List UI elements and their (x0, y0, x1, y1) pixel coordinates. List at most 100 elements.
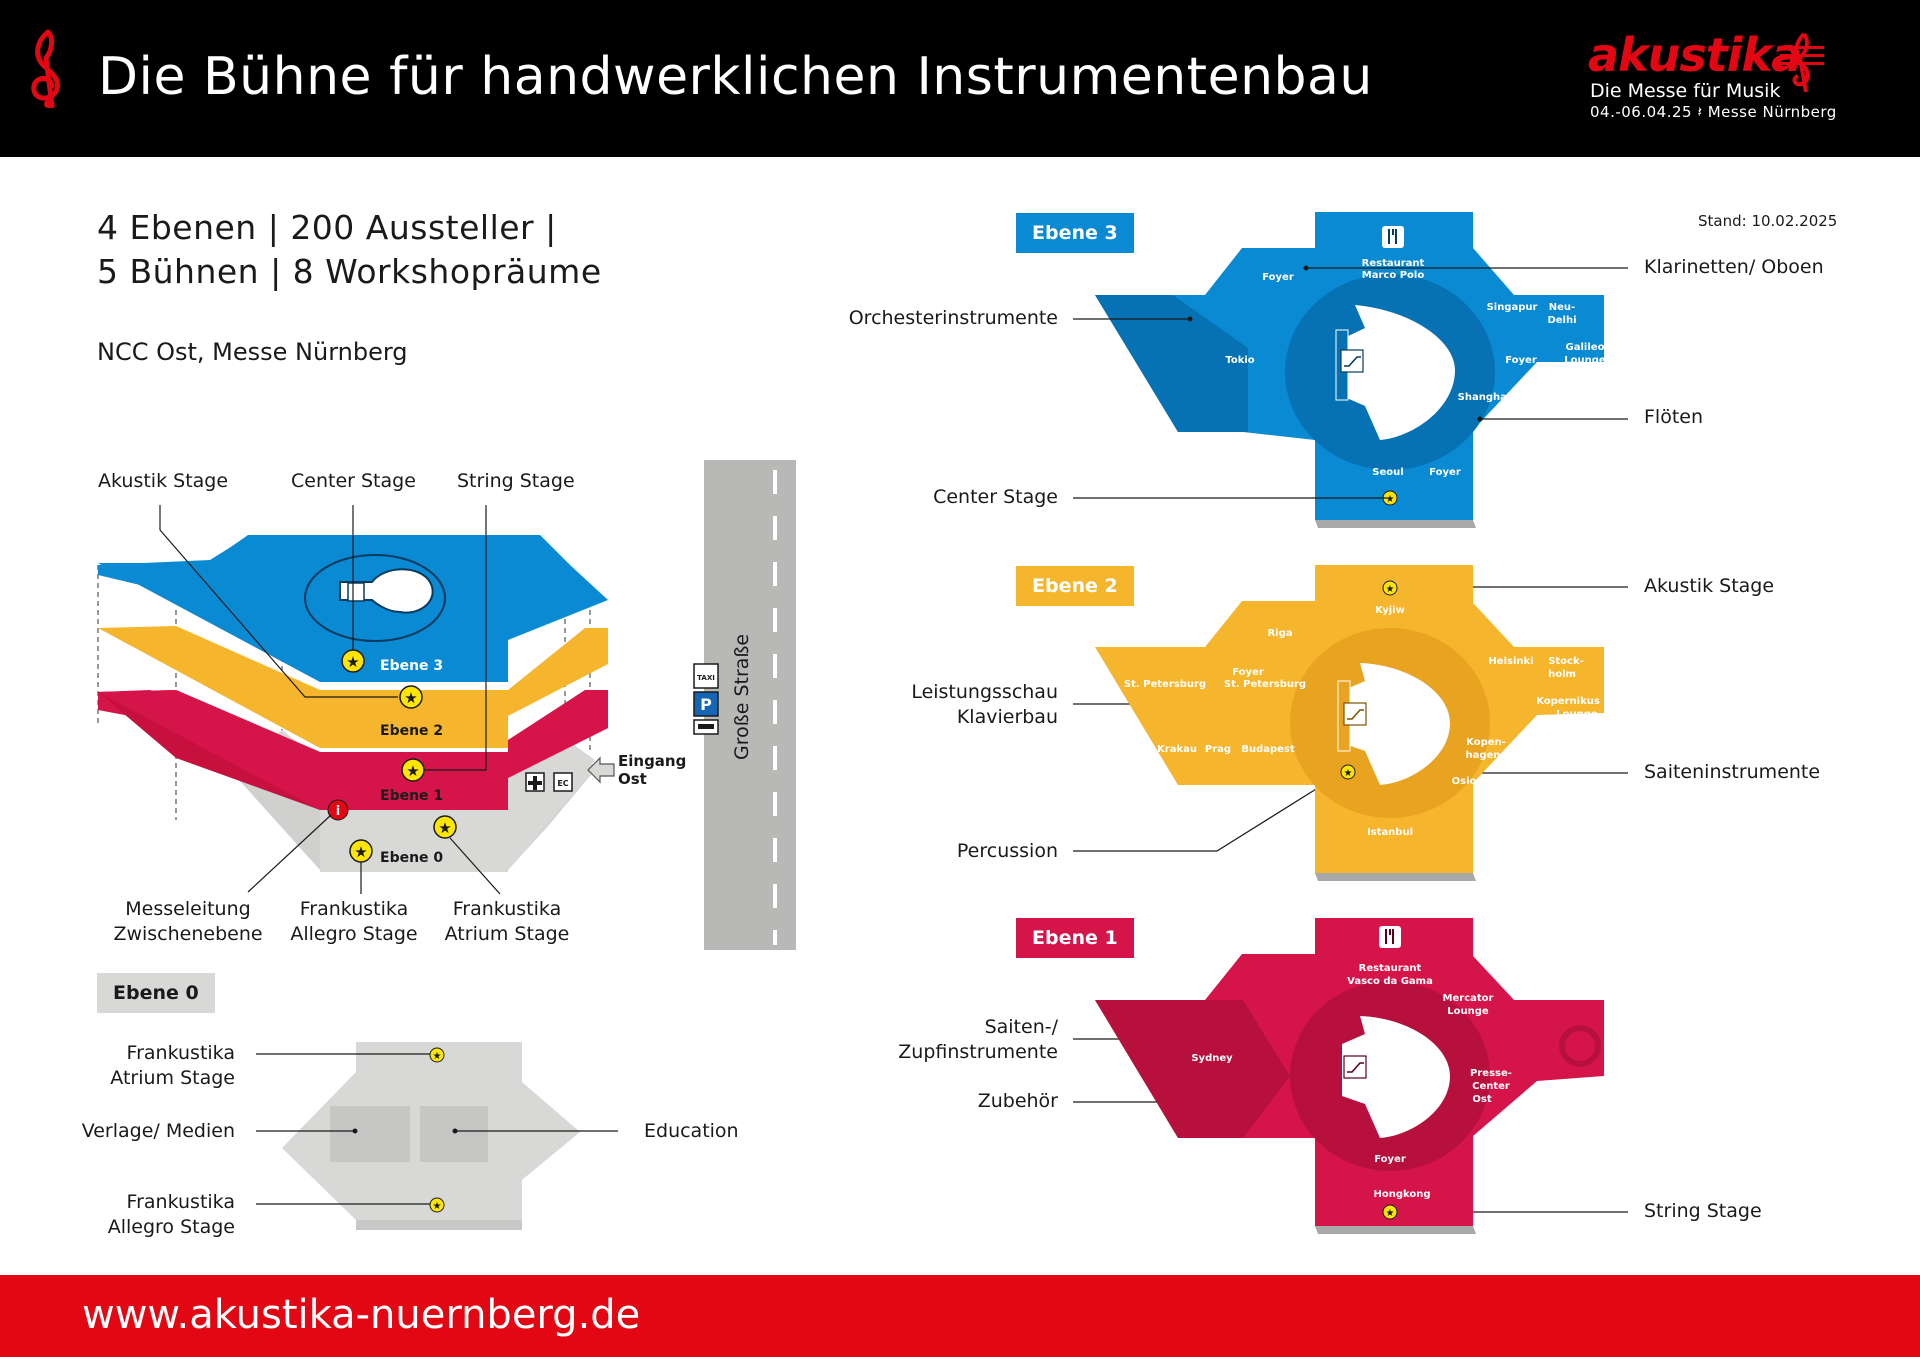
label-atrium-stage: Frankustika Atrium Stage (444, 898, 570, 945)
ec-atm-icon: EC (553, 772, 573, 792)
room-marco-polo: Restaurant (1362, 258, 1425, 269)
room-kyjiw: Kyjiw (1375, 605, 1405, 616)
first-aid-icon (525, 772, 545, 792)
room-foyer-e3-3: Foyer (1429, 467, 1461, 478)
label-center-stage: Center Stage (291, 470, 416, 492)
room-galileo: Galileo (1566, 342, 1605, 353)
room-helsinki: Helsinki (1488, 656, 1533, 667)
room-neu-delhi: Neu- (1549, 302, 1575, 313)
star-icon: ★ (429, 1047, 445, 1063)
callout-klarinetten: Klarinetten/ Oboen (1644, 256, 1824, 278)
stand-date: Stand: 10.02.2025 (1698, 212, 1838, 230)
svg-text:TAXI: TAXI (697, 674, 715, 682)
label-allegro-stage: Frankustika Allegro Stage (290, 898, 418, 945)
parking-icon: P (693, 691, 719, 717)
room-sydney: Sydney (1191, 1053, 1233, 1064)
star-icon: ★ (1382, 1204, 1398, 1220)
restaurant-icon (1382, 226, 1404, 248)
callout-akustik-stage: Akustik Stage (1644, 575, 1775, 597)
label-messeleitung: Messeleitung Zwischenebene (113, 898, 263, 945)
escalator-icon (1340, 349, 1364, 373)
room-shanghai: Shanghai (1458, 392, 1511, 403)
label-string-stage: String Stage (457, 470, 575, 492)
treble-clef-icon (31, 29, 61, 108)
ebene0-map: ★ ★ (256, 1042, 618, 1230)
room-pressecenter-3: Ost (1472, 1094, 1491, 1105)
room-foyer-e1: Foyer (1374, 1154, 1406, 1165)
room-singapur: Singapur (1487, 302, 1538, 313)
room-mercator-2: Lounge (1447, 1006, 1489, 1017)
svg-text:★: ★ (354, 843, 367, 861)
label-eingang-ost: Eingang Ost (618, 752, 687, 788)
room-kopernikus: Kopernikus (1536, 696, 1600, 707)
star-icon: ★ (433, 815, 457, 839)
room-stockholm-2: holm (1548, 669, 1576, 680)
room-oslo: Oslo (1452, 776, 1477, 787)
overview-ebene0-label: Ebene 0 (380, 850, 443, 866)
overview-ebene2-label: Ebene 2 (380, 723, 443, 739)
room-marco-polo-2: Marco Polo (1362, 270, 1425, 281)
venue-label: NCC Ost, Messe Nürnberg (97, 338, 408, 366)
star-icon: ★ (399, 685, 423, 709)
room-seoul: Seoul (1372, 467, 1403, 478)
svg-text:★: ★ (1344, 768, 1353, 779)
room-budapest: Budapest (1241, 744, 1295, 755)
akustika-logo: akustika (1588, 28, 1802, 82)
entrance-arrow-icon (587, 756, 615, 784)
room-istanbul: Istanbul (1367, 827, 1413, 838)
callout-zubehoer: Zubehör (977, 1090, 1058, 1112)
ebene0-tag: Ebene 0 (97, 973, 215, 1013)
callout-percussion: Percussion (956, 840, 1058, 862)
svg-text:i: i (336, 804, 340, 819)
ebene0-label-education: Education (644, 1120, 739, 1142)
overview-ebene1-label: Ebene 1 (380, 788, 443, 804)
room-pressecenter-2: Center (1472, 1081, 1510, 1092)
svg-text:★: ★ (1386, 494, 1395, 505)
callout-string-stage: String Stage (1644, 1200, 1762, 1222)
star-icon: ★ (401, 758, 425, 782)
room-foyer-st-petersburg: Foyer (1232, 667, 1264, 678)
room-krakau: Krakau (1157, 744, 1197, 755)
svg-text:★: ★ (438, 819, 451, 837)
escalator-icon (1343, 702, 1367, 726)
overview-ebene3-label: Ebene 3 (380, 658, 443, 674)
ebene0-label-verlage: Verlage/ Medien (81, 1120, 235, 1142)
ebene2-tag: Ebene 2 (1016, 566, 1134, 606)
header-bar (0, 0, 1920, 157)
street-label: Große Straße (731, 634, 753, 760)
room-hongkong: Hongkong (1373, 1189, 1430, 1200)
svg-text:★: ★ (404, 689, 417, 707)
room-mercator: Mercator (1443, 993, 1494, 1004)
footer-bar (0, 1275, 1920, 1357)
svg-text:★: ★ (433, 1201, 442, 1212)
ebene1-tag: Ebene 1 (1016, 918, 1134, 958)
star-icon: ★ (1382, 490, 1398, 506)
page-title: Die Bühne für handwerklichen Instrumente… (98, 47, 1373, 107)
room-st-petersburg: St. Petersburg (1124, 679, 1206, 690)
overview-map: Ebene 3 Ebene 2 Ebene 1 Ebene 0 ★ ★ ★ ★ … (97, 460, 796, 950)
callout-floeten: Flöten (1644, 406, 1704, 428)
taxi-icon: TAXI (693, 663, 719, 689)
room-kopenhagen-2: hagen (1466, 750, 1501, 761)
room-galileo-2: Lounge (1564, 355, 1606, 366)
info-icon: i (327, 799, 349, 821)
room-kopenhagen: Kopen- (1466, 737, 1506, 748)
svg-text:★: ★ (346, 653, 359, 671)
label-akustik-stage: Akustik Stage (98, 470, 229, 492)
room-neu-delhi-2: Delhi (1547, 315, 1576, 326)
star-icon: ★ (429, 1197, 445, 1213)
svg-text:★: ★ (1386, 1208, 1395, 1219)
room-tokio: Tokio (1225, 355, 1254, 366)
room-kopernikus-2: Lounge (1556, 709, 1598, 720)
star-icon: ★ (1340, 764, 1356, 780)
callout-leistungsschau: Leistungsschau Klavierbau (911, 681, 1058, 728)
room-foyer-st-petersburg-2: St. Petersburg (1224, 679, 1306, 690)
svg-text:★: ★ (433, 1051, 442, 1062)
restaurant-icon (1379, 926, 1401, 948)
ebene3-map: Foyer Restaurant Marco Polo Singapur Neu… (1095, 212, 1606, 528)
intro-line1: 4 Ebenen | 200 Aussteller | (97, 208, 557, 247)
website-link[interactable]: www.akustika-nuernberg.de (82, 1292, 641, 1338)
room-pressecenter: Presse- (1470, 1068, 1512, 1079)
room-stockholm: Stock- (1548, 656, 1584, 667)
room-foyer-e3-1: Foyer (1262, 272, 1294, 283)
